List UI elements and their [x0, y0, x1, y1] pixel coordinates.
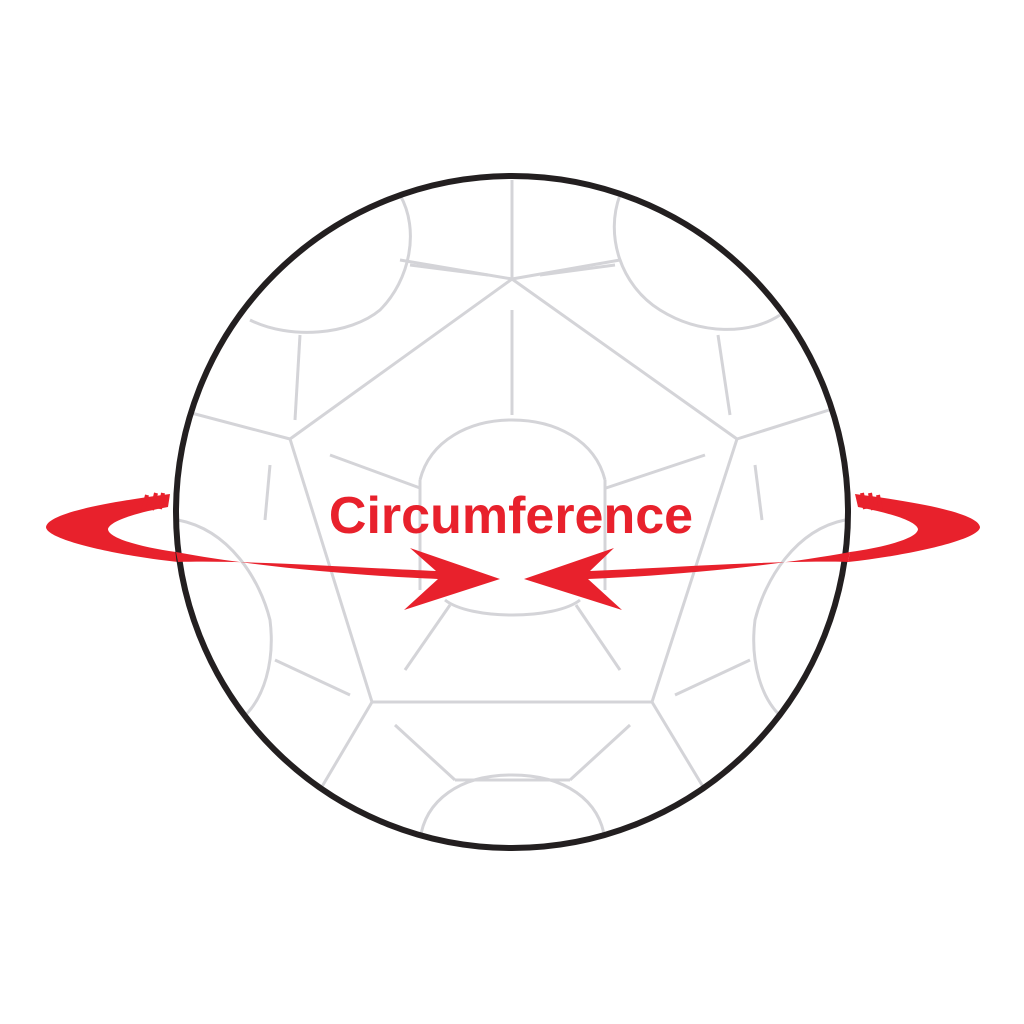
ring-fade-right [860, 492, 883, 512]
ball-pattern [177, 180, 846, 841]
soccer-ball-icon [173, 173, 851, 851]
ring-back [46, 492, 980, 562]
ring-fade-left [141, 492, 165, 512]
arrow-right-icon [176, 548, 500, 610]
circumference-label: Circumference [329, 487, 693, 545]
ring-back-right [848, 494, 980, 562]
ring-back-left [46, 494, 178, 562]
ring-front [176, 548, 850, 610]
ball-fill [176, 176, 848, 848]
arrow-left-icon [524, 548, 850, 610]
ball-outline [173, 173, 851, 851]
